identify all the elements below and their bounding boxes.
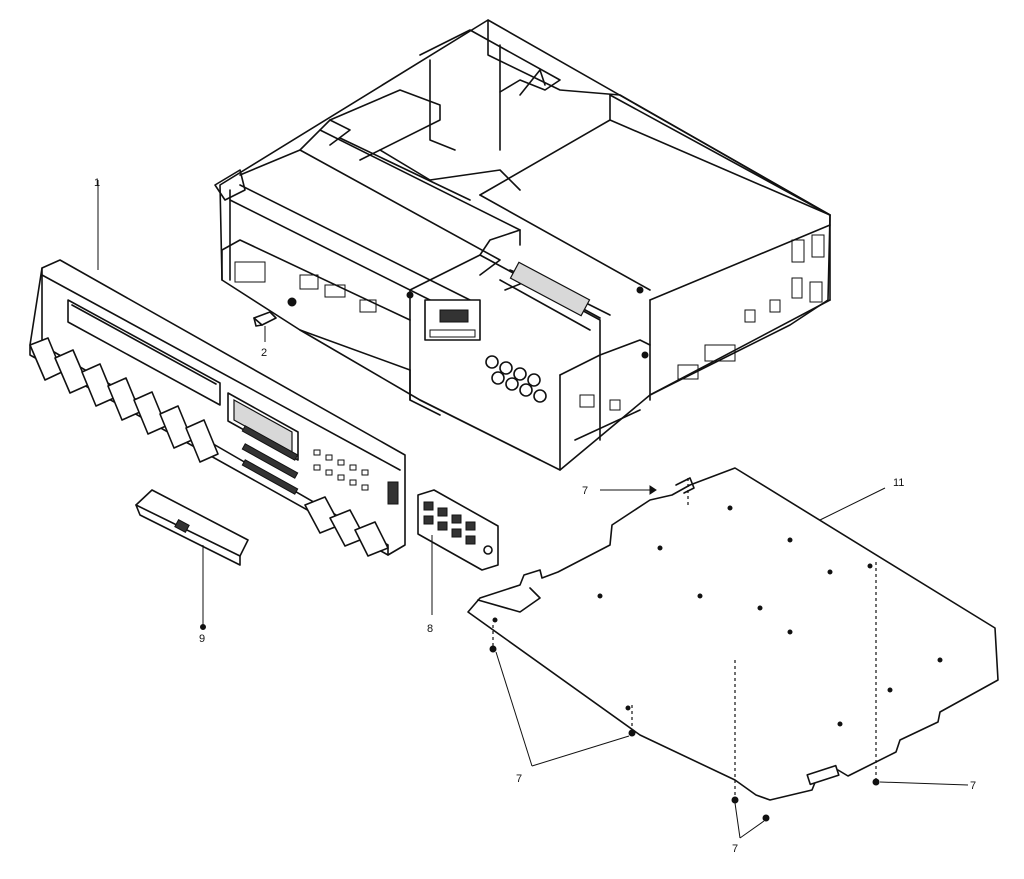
callout-screw-right: 7 <box>970 780 976 792</box>
screws-bottom <box>731 660 770 839</box>
callout-screws-bottom: 7 <box>732 843 738 855</box>
knob-part <box>253 311 277 342</box>
callout-screws-left: 7 <box>516 773 522 785</box>
front-panel-part <box>29 180 406 557</box>
screw-top <box>600 478 689 505</box>
screw-right <box>872 562 969 786</box>
door-cover-part <box>135 489 249 630</box>
screws-left <box>489 625 636 767</box>
callout-screw-top: 7 <box>582 485 588 497</box>
callout-knob: 2 <box>261 347 267 359</box>
callout-door-cover: 9 <box>199 633 205 645</box>
button-strip-part <box>417 489 499 615</box>
callout-button-strip: 8 <box>427 623 433 635</box>
chassis-assembly <box>214 19 831 471</box>
callout-front-panel: 1 <box>94 177 100 189</box>
bottom-plate-part <box>467 467 999 801</box>
callout-bottom-plate: 11 <box>893 477 904 489</box>
